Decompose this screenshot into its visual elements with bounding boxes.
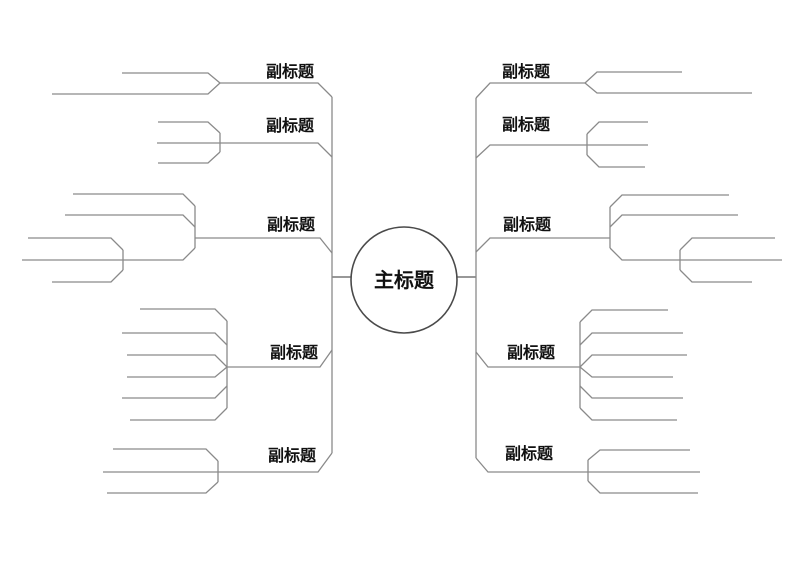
right-spine	[457, 98, 477, 458]
right-branch-3-label[interactable]: 副标题	[503, 215, 552, 234]
left-branch-labels: 副标题 副标题 副标题 副标题 副标题	[266, 62, 319, 465]
right-branch-4-lines	[475, 309, 687, 421]
left-spine	[331, 97, 351, 453]
right-branch-4-label[interactable]: 副标题	[507, 343, 556, 362]
right-branch-1-lines	[475, 71, 752, 99]
right-branch-2-label[interactable]: 副标题	[502, 115, 551, 134]
right-branch-labels: 副标题 副标题 副标题 副标题 副标题	[502, 62, 556, 463]
right-branch-3-lines	[475, 194, 782, 283]
left-branch-2-label[interactable]: 副标题	[266, 116, 315, 135]
left-branch-1-label[interactable]: 副标题	[266, 62, 315, 81]
left-branch-4-label[interactable]: 副标题	[270, 343, 319, 362]
left-branch-2-lines	[157, 121, 333, 164]
left-branch-3-lines	[22, 193, 333, 283]
right-branch-1-label[interactable]: 副标题	[502, 62, 551, 81]
left-branch-5-lines	[103, 448, 333, 494]
left-branch-5-label[interactable]: 副标题	[268, 446, 317, 465]
right-branch-5-label[interactable]: 副标题	[505, 444, 554, 463]
right-branch-2-lines	[475, 121, 648, 168]
central-node[interactable]: 主标题	[350, 226, 458, 334]
left-branch-1-lines	[52, 72, 333, 98]
central-node-circle[interactable]	[350, 226, 458, 334]
left-branch-4-lines	[122, 308, 333, 421]
right-branch-5-lines	[475, 449, 700, 494]
central-node-label[interactable]: 主标题	[374, 268, 435, 292]
left-branch-3-label[interactable]: 副标题	[267, 215, 316, 234]
